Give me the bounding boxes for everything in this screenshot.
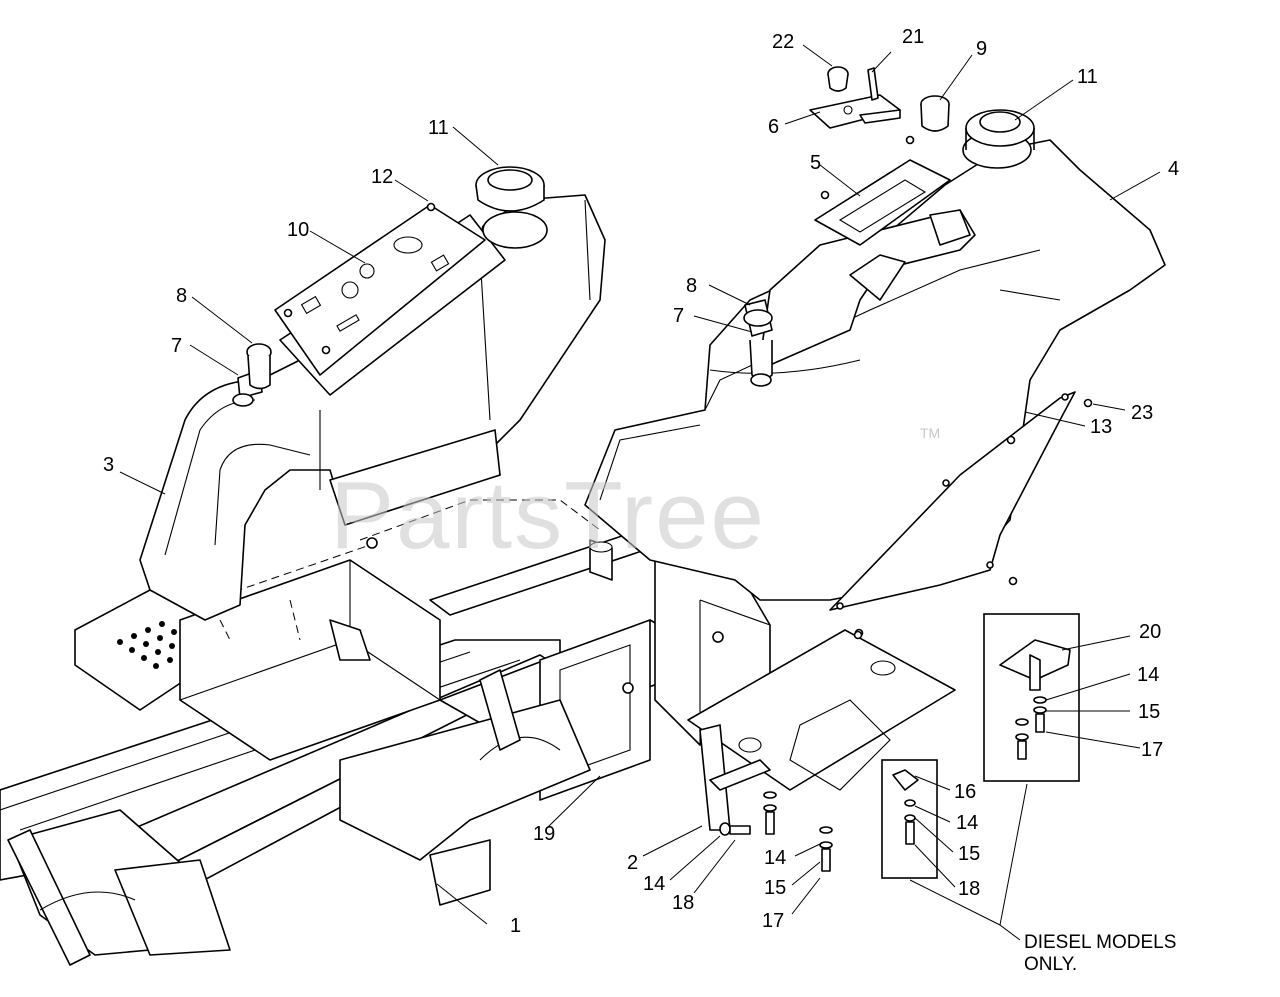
callout-22: 22 xyxy=(772,31,794,53)
callout-8-left: 8 xyxy=(176,285,187,307)
left-fender-pod xyxy=(139,166,606,621)
watermark-tm: TM xyxy=(920,425,940,441)
callout-15-a: 15 xyxy=(764,877,786,899)
diesel-note: DIESEL MODELS ONLY. xyxy=(1024,932,1176,975)
watermark: PartsTree xyxy=(330,462,766,569)
callout-18-a: 18 xyxy=(672,892,694,914)
callout-7-left: 7 xyxy=(171,335,182,357)
callout-10: 10 xyxy=(287,219,309,241)
leader-lines xyxy=(119,44,1161,941)
diesel-box-large xyxy=(983,613,1080,782)
callout-16: 16 xyxy=(954,781,976,803)
callout-6: 6 xyxy=(768,116,779,138)
callout-14-d: 14 xyxy=(1137,664,1159,686)
callout-14-a: 14 xyxy=(643,873,665,895)
callout-5: 5 xyxy=(810,152,821,174)
callout-15-b: 15 xyxy=(958,843,980,865)
callout-9: 9 xyxy=(976,38,987,60)
frame-assembly xyxy=(0,499,771,966)
callout-1: 1 xyxy=(510,915,521,937)
callout-7-right: 7 xyxy=(673,305,684,327)
callout-20: 20 xyxy=(1139,621,1161,643)
diesel-box-small xyxy=(881,759,938,879)
callout-18-b: 18 xyxy=(958,878,980,900)
callout-15-c: 15 xyxy=(1138,701,1160,723)
seat-mount-plate xyxy=(687,629,956,872)
callout-labels: 1 2 3 4 5 6 7 7 8 8 9 10 11 11 12 13 14 … xyxy=(103,26,1179,937)
callout-17-a: 17 xyxy=(762,910,784,932)
diesel-note-line2: ONLY. xyxy=(1024,954,1077,975)
control-panel-plate xyxy=(274,204,486,376)
callout-2: 2 xyxy=(627,852,638,874)
callout-13: 13 xyxy=(1090,416,1112,438)
callout-3: 3 xyxy=(103,454,114,476)
callout-17-b: 17 xyxy=(1141,739,1163,761)
callout-23: 23 xyxy=(1131,402,1153,424)
callout-12: 12 xyxy=(371,166,393,188)
callout-21: 21 xyxy=(902,26,924,48)
right-fender-pod xyxy=(584,66,1166,638)
diesel-note-line1: DIESEL MODELS xyxy=(1024,932,1176,953)
callout-19: 19 xyxy=(533,823,555,845)
lever-plate xyxy=(814,159,951,246)
callout-11-right: 11 xyxy=(1077,66,1098,88)
callout-14-b: 14 xyxy=(764,847,786,869)
callout-11-left: 11 xyxy=(428,117,449,139)
callout-4: 4 xyxy=(1168,158,1179,180)
callout-8-right: 8 xyxy=(686,275,697,297)
callout-14-c: 14 xyxy=(956,812,978,834)
